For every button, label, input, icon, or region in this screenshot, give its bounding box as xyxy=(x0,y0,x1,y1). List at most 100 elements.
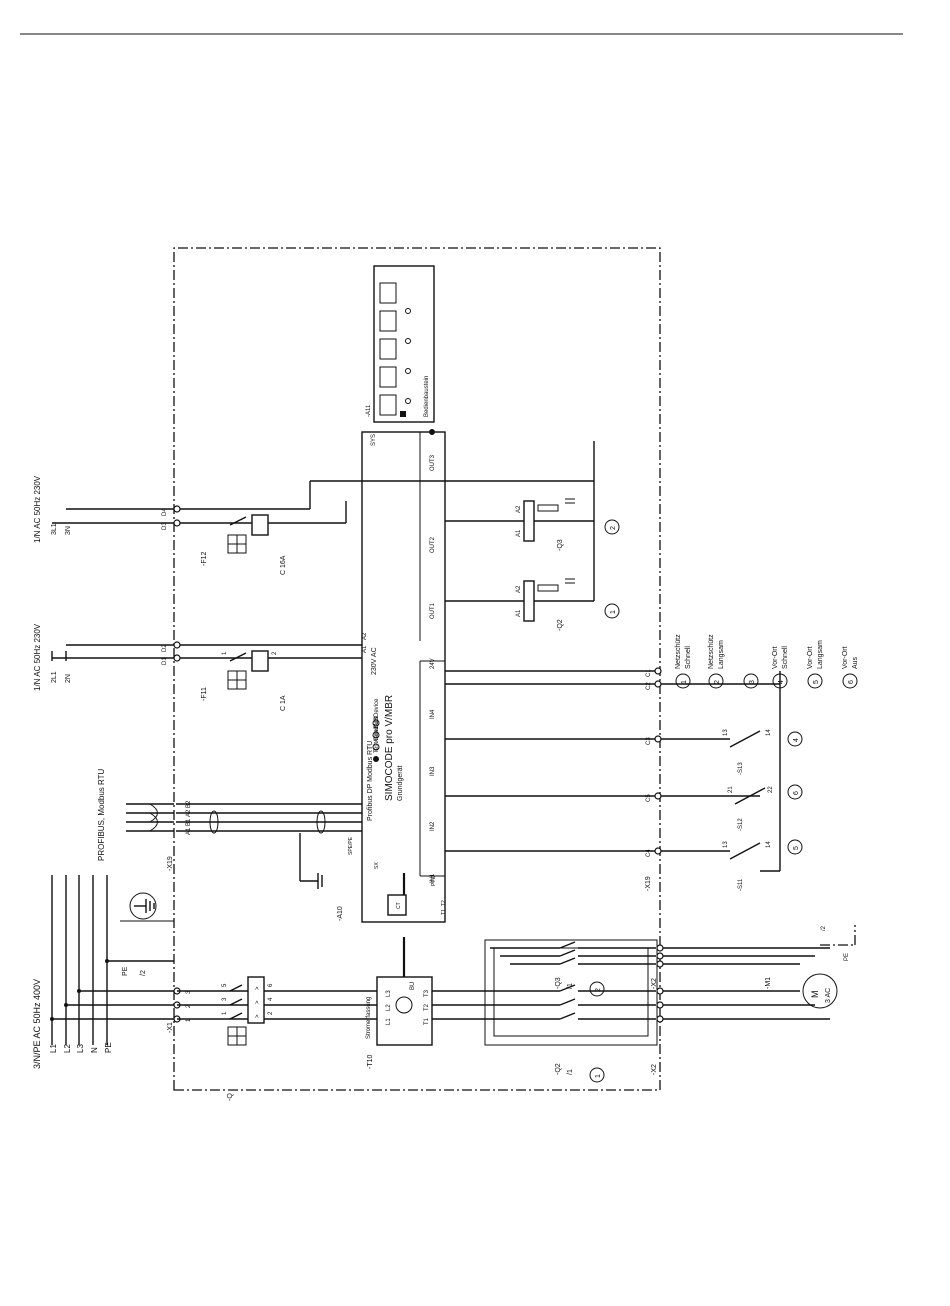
svg-text:13: 13 xyxy=(723,841,729,848)
svg-text:C1: C1 xyxy=(646,669,652,677)
led-gen-fault: Gen.fault xyxy=(374,716,380,741)
aux2-heading: 1/N AC 50Hz 230V xyxy=(33,475,42,543)
a10-in3: IN3 xyxy=(430,766,436,776)
led-device: Device xyxy=(374,698,380,717)
svg-text:A1: A1 xyxy=(516,609,522,617)
svg-text:CT: CT xyxy=(396,902,402,909)
pe-label-left: PE xyxy=(122,966,129,976)
svg-text:1: 1 xyxy=(222,1011,228,1015)
a10-in2: IN2 xyxy=(430,821,436,831)
svg-text:SX: SX xyxy=(374,862,380,869)
aux-supply-1: 1/N AC 50Hz 230V 2L1 2N D1 D2 -F11 C 1A … xyxy=(33,623,362,711)
svg-text:2N: 2N xyxy=(65,674,72,683)
svg-text:4: 4 xyxy=(793,738,800,742)
a10-bus: Profibus DP Modbus RTU xyxy=(367,741,374,821)
svg-text:2: 2 xyxy=(714,680,721,684)
main-line-n: N xyxy=(90,1047,99,1053)
a10-in1: IN1 xyxy=(430,873,436,883)
q3-label: -Q3 xyxy=(555,977,562,989)
svg-text:6: 6 xyxy=(793,791,800,795)
a10-supply: 230V AC xyxy=(371,647,378,675)
a10-title: SIMOCODE pro V/MBR xyxy=(384,695,395,801)
svg-text:21: 21 xyxy=(728,786,734,793)
svg-text:T2: T2 xyxy=(424,1003,430,1011)
f12-label: -F12 xyxy=(201,552,208,567)
svg-text:24V: 24V xyxy=(430,658,436,669)
x2-label-1: -X2 xyxy=(651,1064,658,1075)
svg-text:6: 6 xyxy=(268,983,274,987)
svg-text:3 AC: 3 AC xyxy=(825,988,832,1003)
svg-text:SPE/PE: SPE/PE xyxy=(348,836,354,855)
svg-text:C3: C3 xyxy=(646,737,652,745)
led-bus: BUS xyxy=(374,717,380,729)
svg-text:M: M xyxy=(810,991,820,999)
x19-label-left: -X19 xyxy=(167,856,174,871)
q2-label: -Q2 xyxy=(555,1063,562,1075)
motor-m1 xyxy=(802,973,838,1009)
svg-text:A2: A2 xyxy=(362,632,368,640)
x19-label-right: -X19 xyxy=(645,876,652,891)
svg-text:2: 2 xyxy=(272,651,278,655)
legend-6-line2: Aus xyxy=(852,656,859,669)
terminal-x1: -X1 1 2 3 xyxy=(167,987,192,1033)
earth-symbol: PE /2 xyxy=(120,892,174,976)
f11-rating: C 1A xyxy=(280,695,287,711)
svg-text:A1: A1 xyxy=(516,529,522,537)
a10-subtitle: Grundgerät xyxy=(397,766,404,801)
legend-4-line1: Vor-Ort xyxy=(772,646,779,669)
svg-text:3L1: 3L1 xyxy=(51,523,58,535)
legend-1-line1: Netzschütz xyxy=(675,634,682,669)
simocode-a10: CT PTC T1 T2 SX SPE/PE -A10 SIMOCODE pro… xyxy=(337,431,447,923)
svg-text:BU: BU xyxy=(410,982,416,990)
svg-text:D1: D1 xyxy=(162,657,168,665)
s13-label: -S13 xyxy=(738,762,744,775)
svg-text:PTC: PTC xyxy=(431,876,437,886)
svg-text:B1: B1 xyxy=(186,818,192,826)
svg-text:D3: D3 xyxy=(162,522,168,530)
current-sensor-t10: Stromerfassung -T10 BU L1 L2 L3 T1 T2 T3 xyxy=(360,937,510,1069)
svg-text:5: 5 xyxy=(793,846,800,850)
bus-heading: PROFIBUS, Modbus RTU xyxy=(97,768,106,861)
legend-5-line2: Langsam xyxy=(817,640,824,669)
a10-out1: OUT1 xyxy=(430,602,436,619)
svg-text:/1: /1 xyxy=(567,983,574,989)
svg-text:5: 5 xyxy=(813,680,820,684)
x1-pin-3: 3 xyxy=(186,990,192,994)
m1-label: -M1 xyxy=(765,977,772,989)
q-label: -Q xyxy=(227,1093,234,1101)
contactor-coils: -Q2 -Q3 A1 A2 A1 A2 1 2 xyxy=(445,441,620,631)
svg-text:>: > xyxy=(255,1000,261,1004)
q3-coil-label: -Q3 xyxy=(557,539,564,551)
svg-text:A2: A2 xyxy=(516,585,522,593)
led-test-reset: Test/reset xyxy=(374,727,380,753)
svg-text:3: 3 xyxy=(749,680,756,684)
ref-label-left: /2 xyxy=(140,970,147,976)
svg-text:/2: /2 xyxy=(821,925,827,931)
svg-text:2L1: 2L1 xyxy=(51,671,58,683)
legend: 1 Netzschütz Schnell 2 Netzschütz Langsa… xyxy=(675,634,859,689)
svg-text:T3: T3 xyxy=(424,989,430,997)
svg-text:L3: L3 xyxy=(386,990,392,997)
svg-text:>: > xyxy=(255,986,261,990)
svg-text:2: 2 xyxy=(610,526,617,530)
operator-panel-a11: Bedienbaustein -A11 SYS xyxy=(366,265,435,446)
svg-text:1: 1 xyxy=(610,610,617,614)
a11-text: Bedienbaustein xyxy=(424,376,430,417)
svg-text:1: 1 xyxy=(681,680,688,684)
legend-6-line1: Vor-Ort xyxy=(842,646,849,669)
svg-text:/1: /1 xyxy=(567,1069,574,1075)
t10-text: Stromerfassung xyxy=(366,997,372,1039)
svg-text:A2: A2 xyxy=(516,505,522,513)
main-line-l2: L2 xyxy=(63,1044,72,1053)
a11-label: -A11 xyxy=(366,404,372,417)
main-line-pe: PE xyxy=(104,1042,113,1053)
main-supply: 3/N/PE AC 50Hz 400V L1 L2 L3 N PE xyxy=(32,875,174,1069)
a10-in4: IN4 xyxy=(430,709,436,719)
f12-rating: C 16A xyxy=(280,555,287,575)
svg-text:4: 4 xyxy=(778,680,785,684)
x2-label-2: -X2 xyxy=(651,978,658,989)
svg-text:14: 14 xyxy=(766,841,772,848)
svg-text:2: 2 xyxy=(595,988,602,992)
svg-text:SYS: SYS xyxy=(371,434,377,446)
